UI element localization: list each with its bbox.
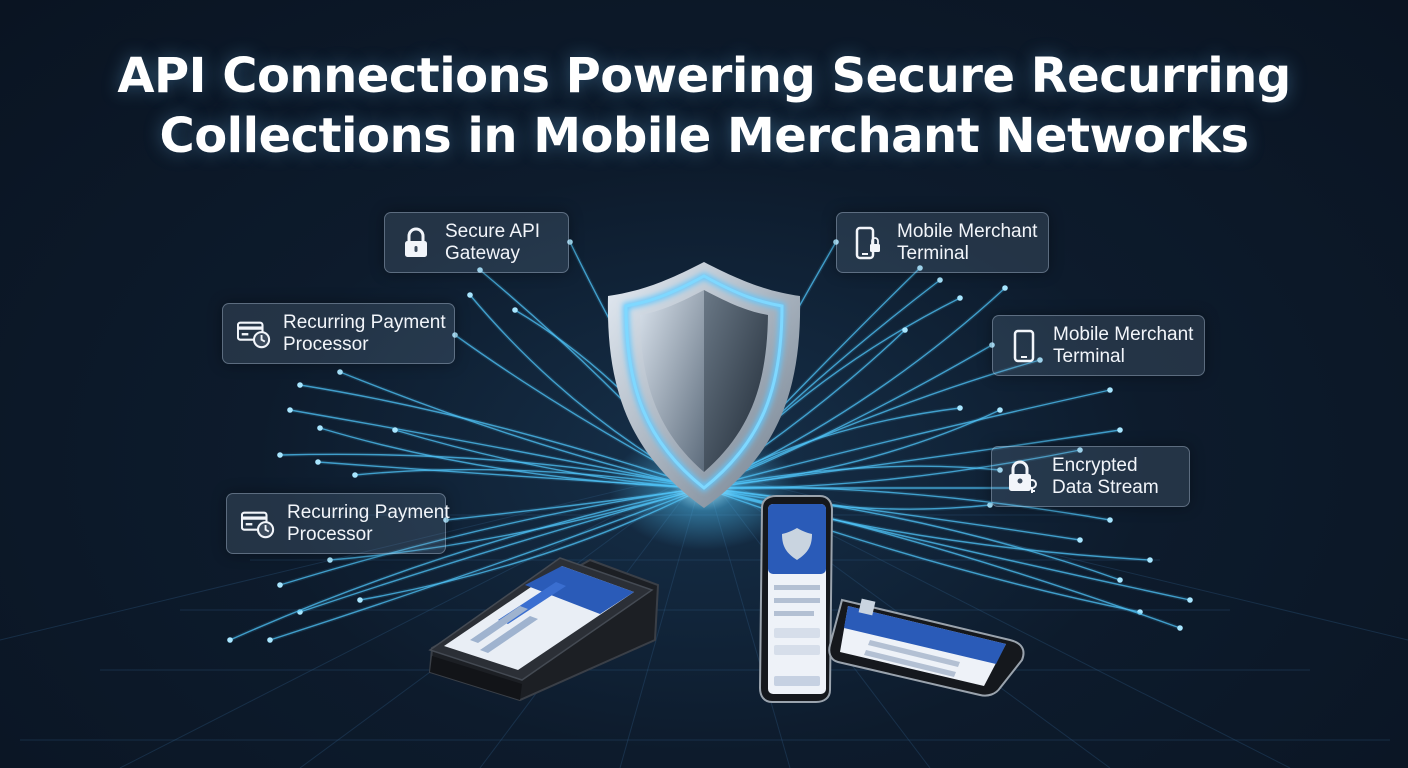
padlock-icon (399, 226, 433, 260)
connection-node-dot (833, 239, 839, 245)
connection-node-dot (277, 582, 283, 588)
connection-node-dot (1117, 577, 1123, 583)
connection-node-dot (227, 637, 233, 643)
connection-node-dot (1107, 517, 1113, 523)
connection-node-dot (315, 459, 321, 465)
node-label-line-2: Data Stream (1052, 476, 1159, 498)
node-label-line-1: Encrypted (1052, 454, 1138, 476)
card-clock-icon (241, 507, 275, 541)
node-label-line-1: Mobile Merchant (1053, 323, 1194, 345)
connection-node-dot (352, 472, 358, 478)
connection-node-dot (997, 467, 1003, 473)
connection-node-dot (337, 369, 343, 375)
node-label-line-2: Gateway (445, 242, 520, 264)
connection-node-dot (1187, 597, 1193, 603)
connection-node-dot (1077, 447, 1083, 453)
connection-node-dot (452, 332, 458, 338)
connection-node-dot (902, 327, 908, 333)
connection-node-dot (477, 267, 483, 273)
smartphone-tilted (828, 598, 1025, 697)
connection-node-dot (467, 292, 473, 298)
page-title: API Connections Powering Secure Recurrin… (0, 46, 1408, 166)
connection-node-dot (392, 427, 398, 433)
title-line-1: API Connections Powering Secure Recurrin… (117, 48, 1291, 104)
connection-node-dot (1037, 357, 1043, 363)
padlock-key-icon (1006, 460, 1040, 494)
security-shield (607, 262, 801, 508)
node-label-line-1: Secure API (445, 220, 541, 242)
node-label-line-1: Recurring Payment (283, 311, 446, 333)
connection-node-dot (917, 265, 923, 271)
connection-node-dot (1117, 427, 1123, 433)
connection-node-dot (1077, 537, 1083, 543)
connection-node-dot (277, 452, 283, 458)
node-label-line-2: Processor (287, 523, 373, 545)
connection-node-dot (357, 597, 363, 603)
node-label-line-2: Terminal (897, 242, 969, 264)
node-label-line-1: Recurring Payment (287, 501, 450, 523)
connection-node-dot (297, 382, 303, 388)
connection-node-dot (1177, 625, 1183, 631)
connection-node-dot (937, 277, 943, 283)
connection-node-dot (1147, 557, 1153, 563)
connection-node-dot (1107, 387, 1113, 393)
connection-node-dot (989, 342, 995, 348)
connection-node-dot (287, 407, 293, 413)
smartphone-standing (758, 495, 834, 703)
connection-node-dot (512, 307, 518, 313)
node-label-line-1: Mobile Merchant (897, 220, 1038, 242)
pos-terminal-device (428, 557, 660, 702)
connection-node-dot (997, 407, 1003, 413)
connection-node-dot (317, 425, 323, 431)
title-line-2: Collections in Mobile Merchant Networks (159, 108, 1249, 164)
connection-node-dot (267, 637, 273, 643)
connection-node-dot (957, 295, 963, 301)
node-label-line-2: Processor (283, 333, 369, 355)
card-clock-icon (237, 317, 271, 351)
mobile-phone-icon (1007, 329, 1041, 363)
connection-node-dot (443, 517, 449, 523)
connection-node-dot (1002, 285, 1008, 291)
mobile-phone-lock-icon (851, 226, 885, 260)
connection-node-dot (327, 557, 333, 563)
connection-node-dot (957, 405, 963, 411)
node-label-line-2: Terminal (1053, 345, 1125, 367)
connection-node-dot (567, 239, 573, 245)
